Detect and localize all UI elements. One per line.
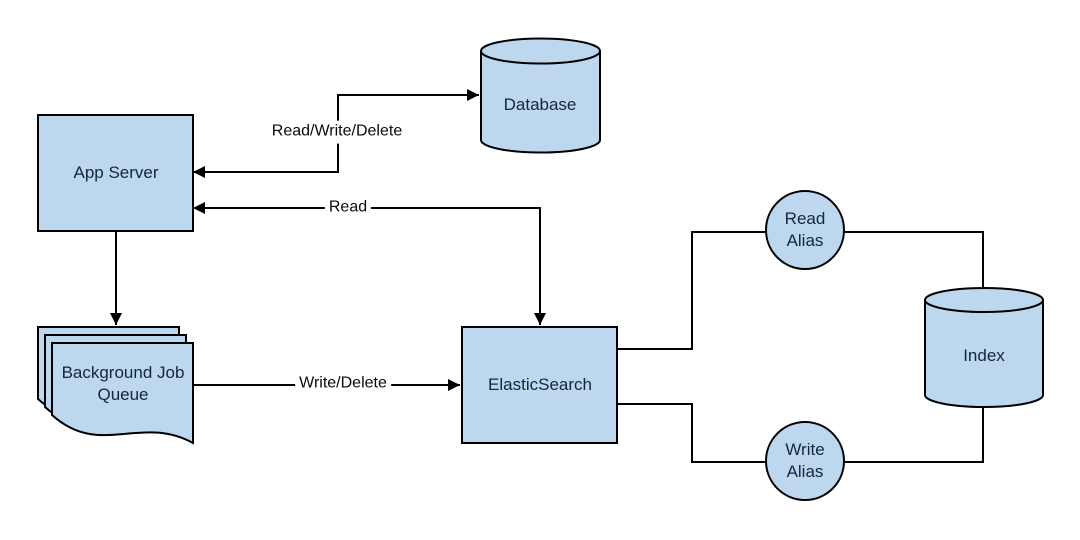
read-alias-node: [765, 190, 845, 270]
database-label: Database: [503, 94, 577, 114]
edge-layer: [110, 89, 984, 463]
write-alias-label: Write Alias: [785, 439, 825, 481]
database-cylinder-body: [480, 51, 601, 154]
edge-label-read-write-delete: Read/Write/Delete: [267, 120, 407, 144]
index-cylinder-top: [924, 287, 1044, 313]
background-job-queue-label: Background Job Queue: [61, 362, 185, 404]
edge-writealias-index: [844, 406, 984, 463]
node-layer: [37, 37, 1044, 501]
job-queue-sheet-front: [51, 342, 194, 445]
write-alias-node: [765, 421, 845, 501]
app-server-node: [37, 114, 194, 232]
database-cylinder-top: [480, 37, 601, 65]
database-node: [480, 37, 601, 154]
index-cylinder-body: [924, 300, 1044, 408]
edge-elasticsearch-appserver-read: [193, 202, 546, 325]
index-label: Index: [963, 345, 1005, 365]
edge-elasticsearch-readalias: [617, 231, 766, 350]
elasticsearch-label: ElasticSearch: [488, 374, 592, 394]
edge-readalias-index: [844, 231, 984, 289]
edge-elasticsearch-writealias: [617, 403, 766, 463]
edge-label-read: Read: [324, 196, 372, 220]
index-node: [924, 287, 1044, 408]
edge-label-write-delete: Write/Delete: [295, 372, 391, 396]
background-job-queue-node: [37, 326, 194, 445]
read-alias-label: Read Alias: [784, 208, 826, 250]
elasticsearch-node: [461, 326, 618, 444]
app-server-label: App Server: [73, 162, 159, 182]
